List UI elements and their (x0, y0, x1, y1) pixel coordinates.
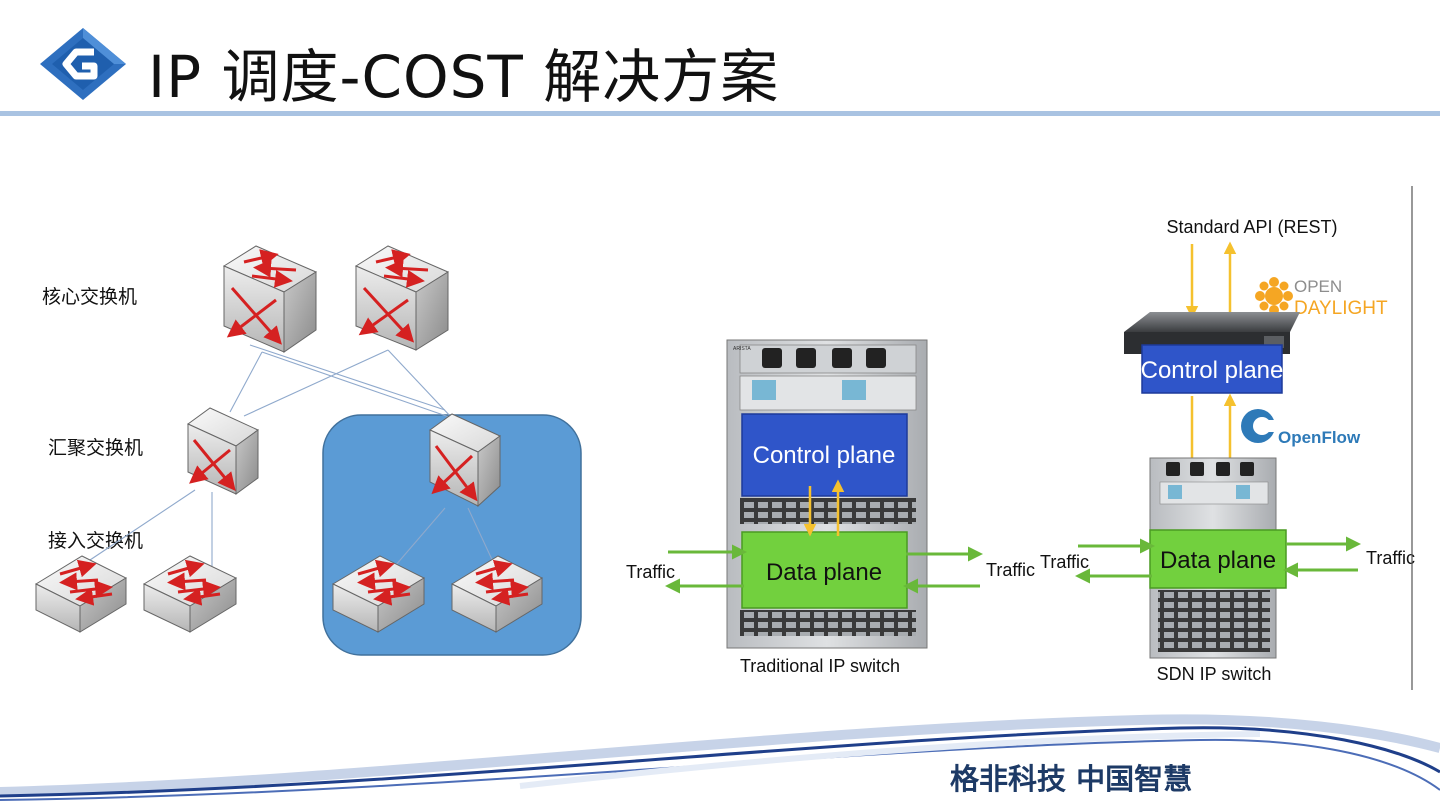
opendaylight-logo (1255, 277, 1293, 315)
access-switch-4 (450, 555, 544, 633)
openflow-logo (1241, 409, 1276, 443)
trad-traffic-right-label: Traffic (986, 560, 1035, 580)
core-layer-label: 核心交换机 (42, 286, 138, 308)
company-logo (40, 28, 126, 100)
opendaylight-label-1: OPEN (1294, 277, 1342, 296)
openflow-label: OpenFlow (1278, 428, 1361, 447)
core-switch-2 (354, 245, 450, 351)
sdn-traffic-left-label: Traffic (1040, 552, 1089, 572)
header-divider (0, 111, 1440, 116)
access-switch-1 (34, 555, 128, 633)
sdn-data-label: Data plane (1160, 547, 1276, 574)
traditional-control-plane (741, 413, 908, 497)
page-title: IP 调度-COST 解决方案 (148, 43, 780, 111)
access-switch-3 (331, 555, 426, 633)
traditional-data-plane (741, 531, 908, 609)
sdn-api-label: Standard API (REST) (1166, 217, 1337, 237)
traditional-data-label: Data plane (766, 559, 882, 586)
footer-slogan: 格非科技 中国智慧 (950, 762, 1193, 796)
opendaylight-label-2: DAYLIGHT (1294, 298, 1388, 319)
sdn-data-plane (1149, 529, 1287, 589)
link-lines (89, 344, 496, 567)
aggregation-switch-2 (429, 413, 501, 508)
sdn-control-plane (1141, 344, 1283, 394)
trad-traffic-left-label: Traffic (626, 562, 675, 582)
sdn-caption: SDN IP switch (1157, 664, 1272, 684)
network-topology-diagram (34, 245, 582, 656)
traditional-control-label: Control plane (753, 442, 896, 469)
footer-swoosh (0, 714, 1440, 801)
switch-architecture-diagram: ARISTA Control plane Data plane Traffic … (626, 186, 1415, 690)
aggregation-switch-1 (187, 407, 259, 495)
traditional-brand-label: ARISTA (733, 346, 751, 352)
core-switch-1 (222, 245, 318, 353)
sdn-traffic-right-label: Traffic (1366, 548, 1415, 568)
access-switch-2 (142, 555, 238, 633)
aggregation-layer-label: 汇聚交换机 (48, 437, 144, 459)
traditional-caption: Traditional IP switch (740, 656, 900, 676)
access-layer-label: 接入交换机 (48, 530, 144, 552)
sdn-control-label: Control plane (1141, 357, 1284, 384)
